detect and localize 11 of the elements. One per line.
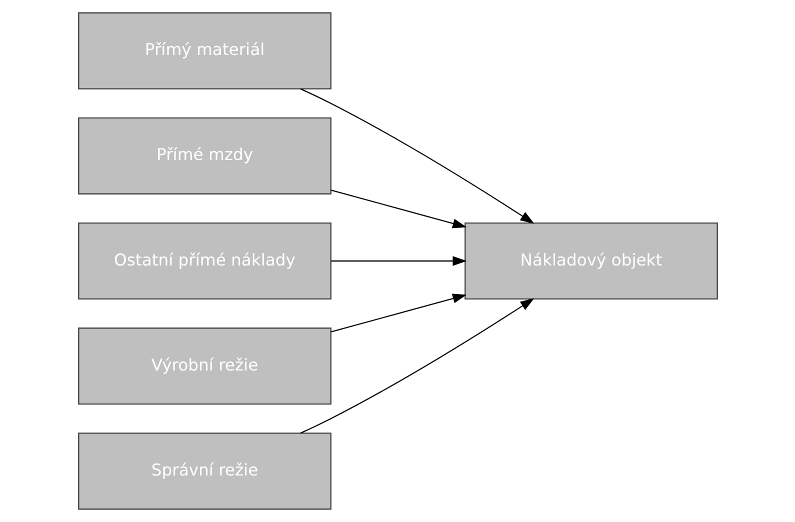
node-box: Výrobní režie	[78, 328, 331, 405]
arrow	[330, 190, 466, 228]
arrow	[300, 88, 534, 224]
node-box: Ostatní přímé náklady	[78, 222, 331, 300]
node-box: Přímý materiál	[78, 12, 331, 90]
node-box: Správní režie	[78, 432, 331, 510]
arrow	[300, 298, 534, 434]
arrow	[330, 294, 466, 332]
node-box: Přímé mzdy	[78, 117, 331, 194]
node-box: Nákladový objekt	[464, 222, 718, 300]
arrow	[330, 256, 466, 266]
